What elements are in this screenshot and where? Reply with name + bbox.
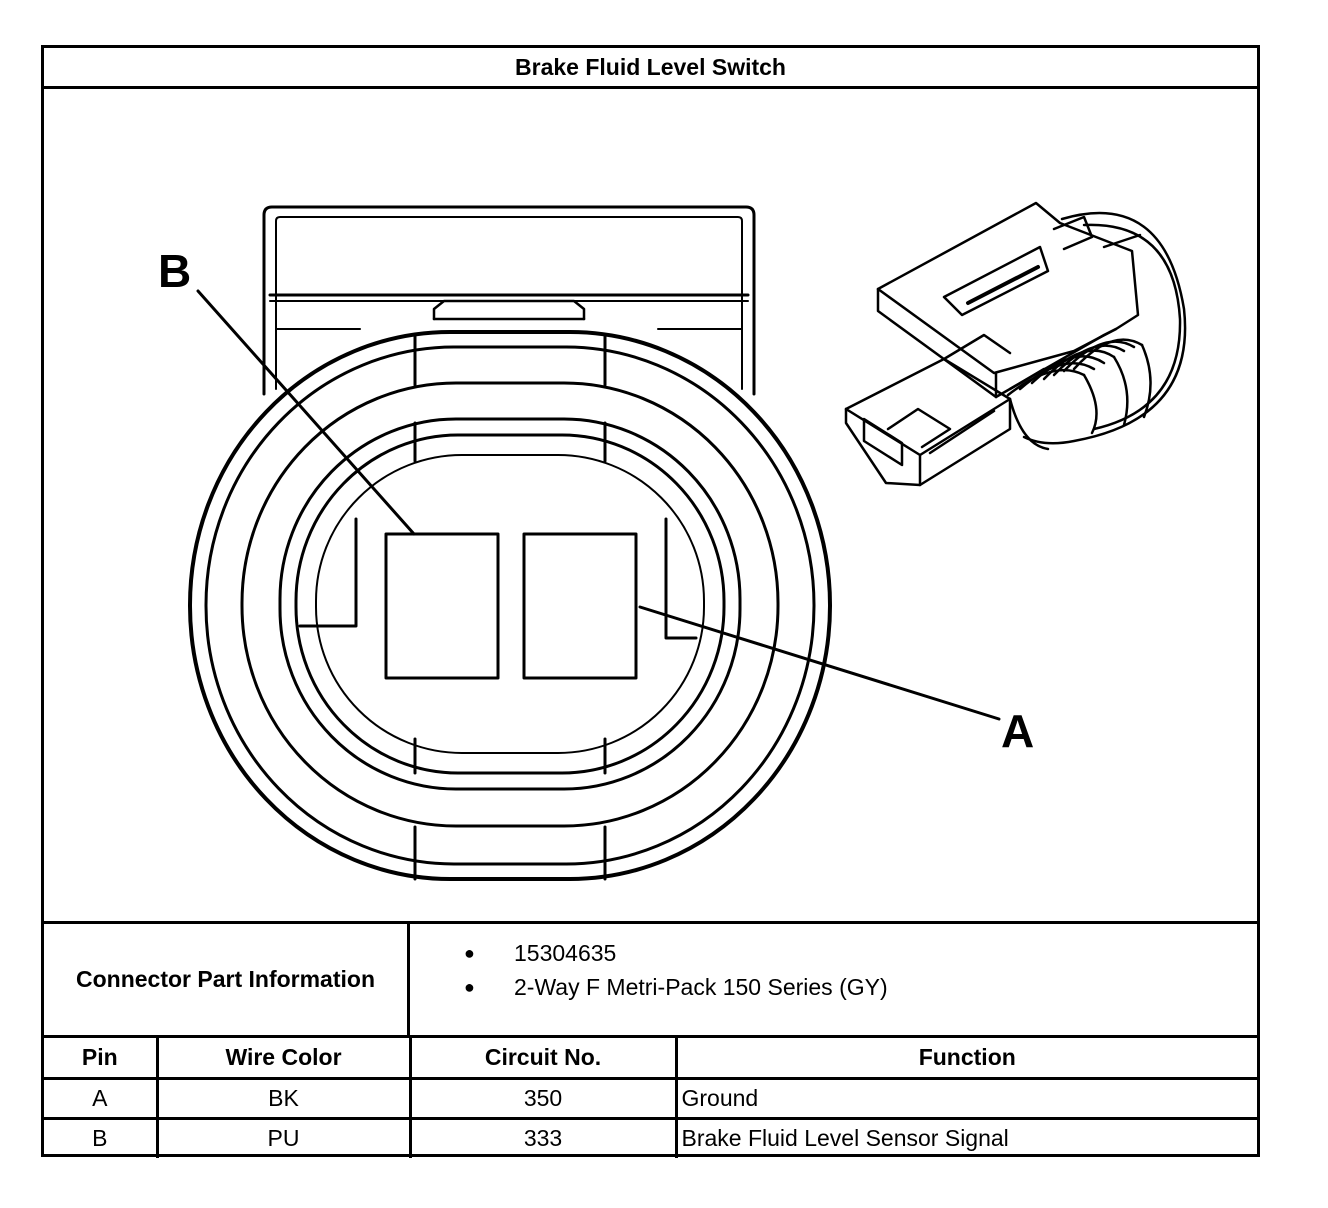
cell-function: Brake Fluid Level Sensor Signal — [674, 1116, 1257, 1158]
header-pin: Pin — [44, 1038, 159, 1080]
cell-pin: A — [44, 1076, 159, 1120]
cell-function: Ground — [674, 1076, 1257, 1120]
cell-circuit-no: 350 — [408, 1076, 678, 1120]
cell-wire-color: PU — [155, 1116, 412, 1158]
connector-shell — [188, 330, 832, 881]
table-row: B PU 333 Brake Fluid Level Sensor Signal — [44, 1116, 1257, 1158]
leader-line-b — [196, 289, 416, 536]
part-number: 15304635 — [514, 940, 617, 966]
connector-part-info-label: Connector Part Information — [44, 924, 410, 1035]
list-item: ● 15304635 — [410, 936, 1257, 970]
header-function: Function — [674, 1038, 1257, 1080]
sheet-title: Brake Fluid Level Switch — [44, 48, 1257, 89]
pinout-table: Pin Wire Color Circuit No. Function A BK… — [44, 1038, 1257, 1158]
header-wire-color: Wire Color — [155, 1038, 412, 1080]
connector-part-info: Connector Part Information ● 15304635 ● … — [44, 921, 1257, 1038]
connector-iso-view — [844, 201, 1187, 487]
connector-drawing: B A — [44, 89, 1257, 921]
cell-pin: B — [44, 1116, 159, 1158]
bullet-icon: ● — [464, 943, 475, 963]
table-header-row: Pin Wire Color Circuit No. Function — [44, 1038, 1257, 1080]
header-circuit-no: Circuit No. — [408, 1038, 678, 1080]
part-description: 2-Way F Metri-Pack 150 Series (GY) — [514, 974, 888, 1000]
table-row: A BK 350 Ground — [44, 1076, 1257, 1120]
connector-latch — [262, 205, 756, 396]
bullet-icon: ● — [464, 977, 475, 997]
leader-line-a — [638, 605, 1001, 721]
callout-label-b: B — [158, 245, 191, 297]
cavity-b — [384, 532, 500, 680]
cell-circuit-no: 333 — [408, 1116, 678, 1158]
connector-face-svg: B A — [158, 201, 1187, 881]
cell-wire-color: BK — [155, 1076, 412, 1120]
cavity-a — [522, 532, 638, 680]
callout-label-a: A — [1001, 705, 1034, 757]
connector-sheet: Brake Fluid Level Switch — [41, 45, 1260, 1158]
connector-part-info-list: ● 15304635 ● 2-Way F Metri-Pack 150 Seri… — [410, 924, 1257, 1035]
list-item: ● 2-Way F Metri-Pack 150 Series (GY) — [410, 970, 1257, 1004]
